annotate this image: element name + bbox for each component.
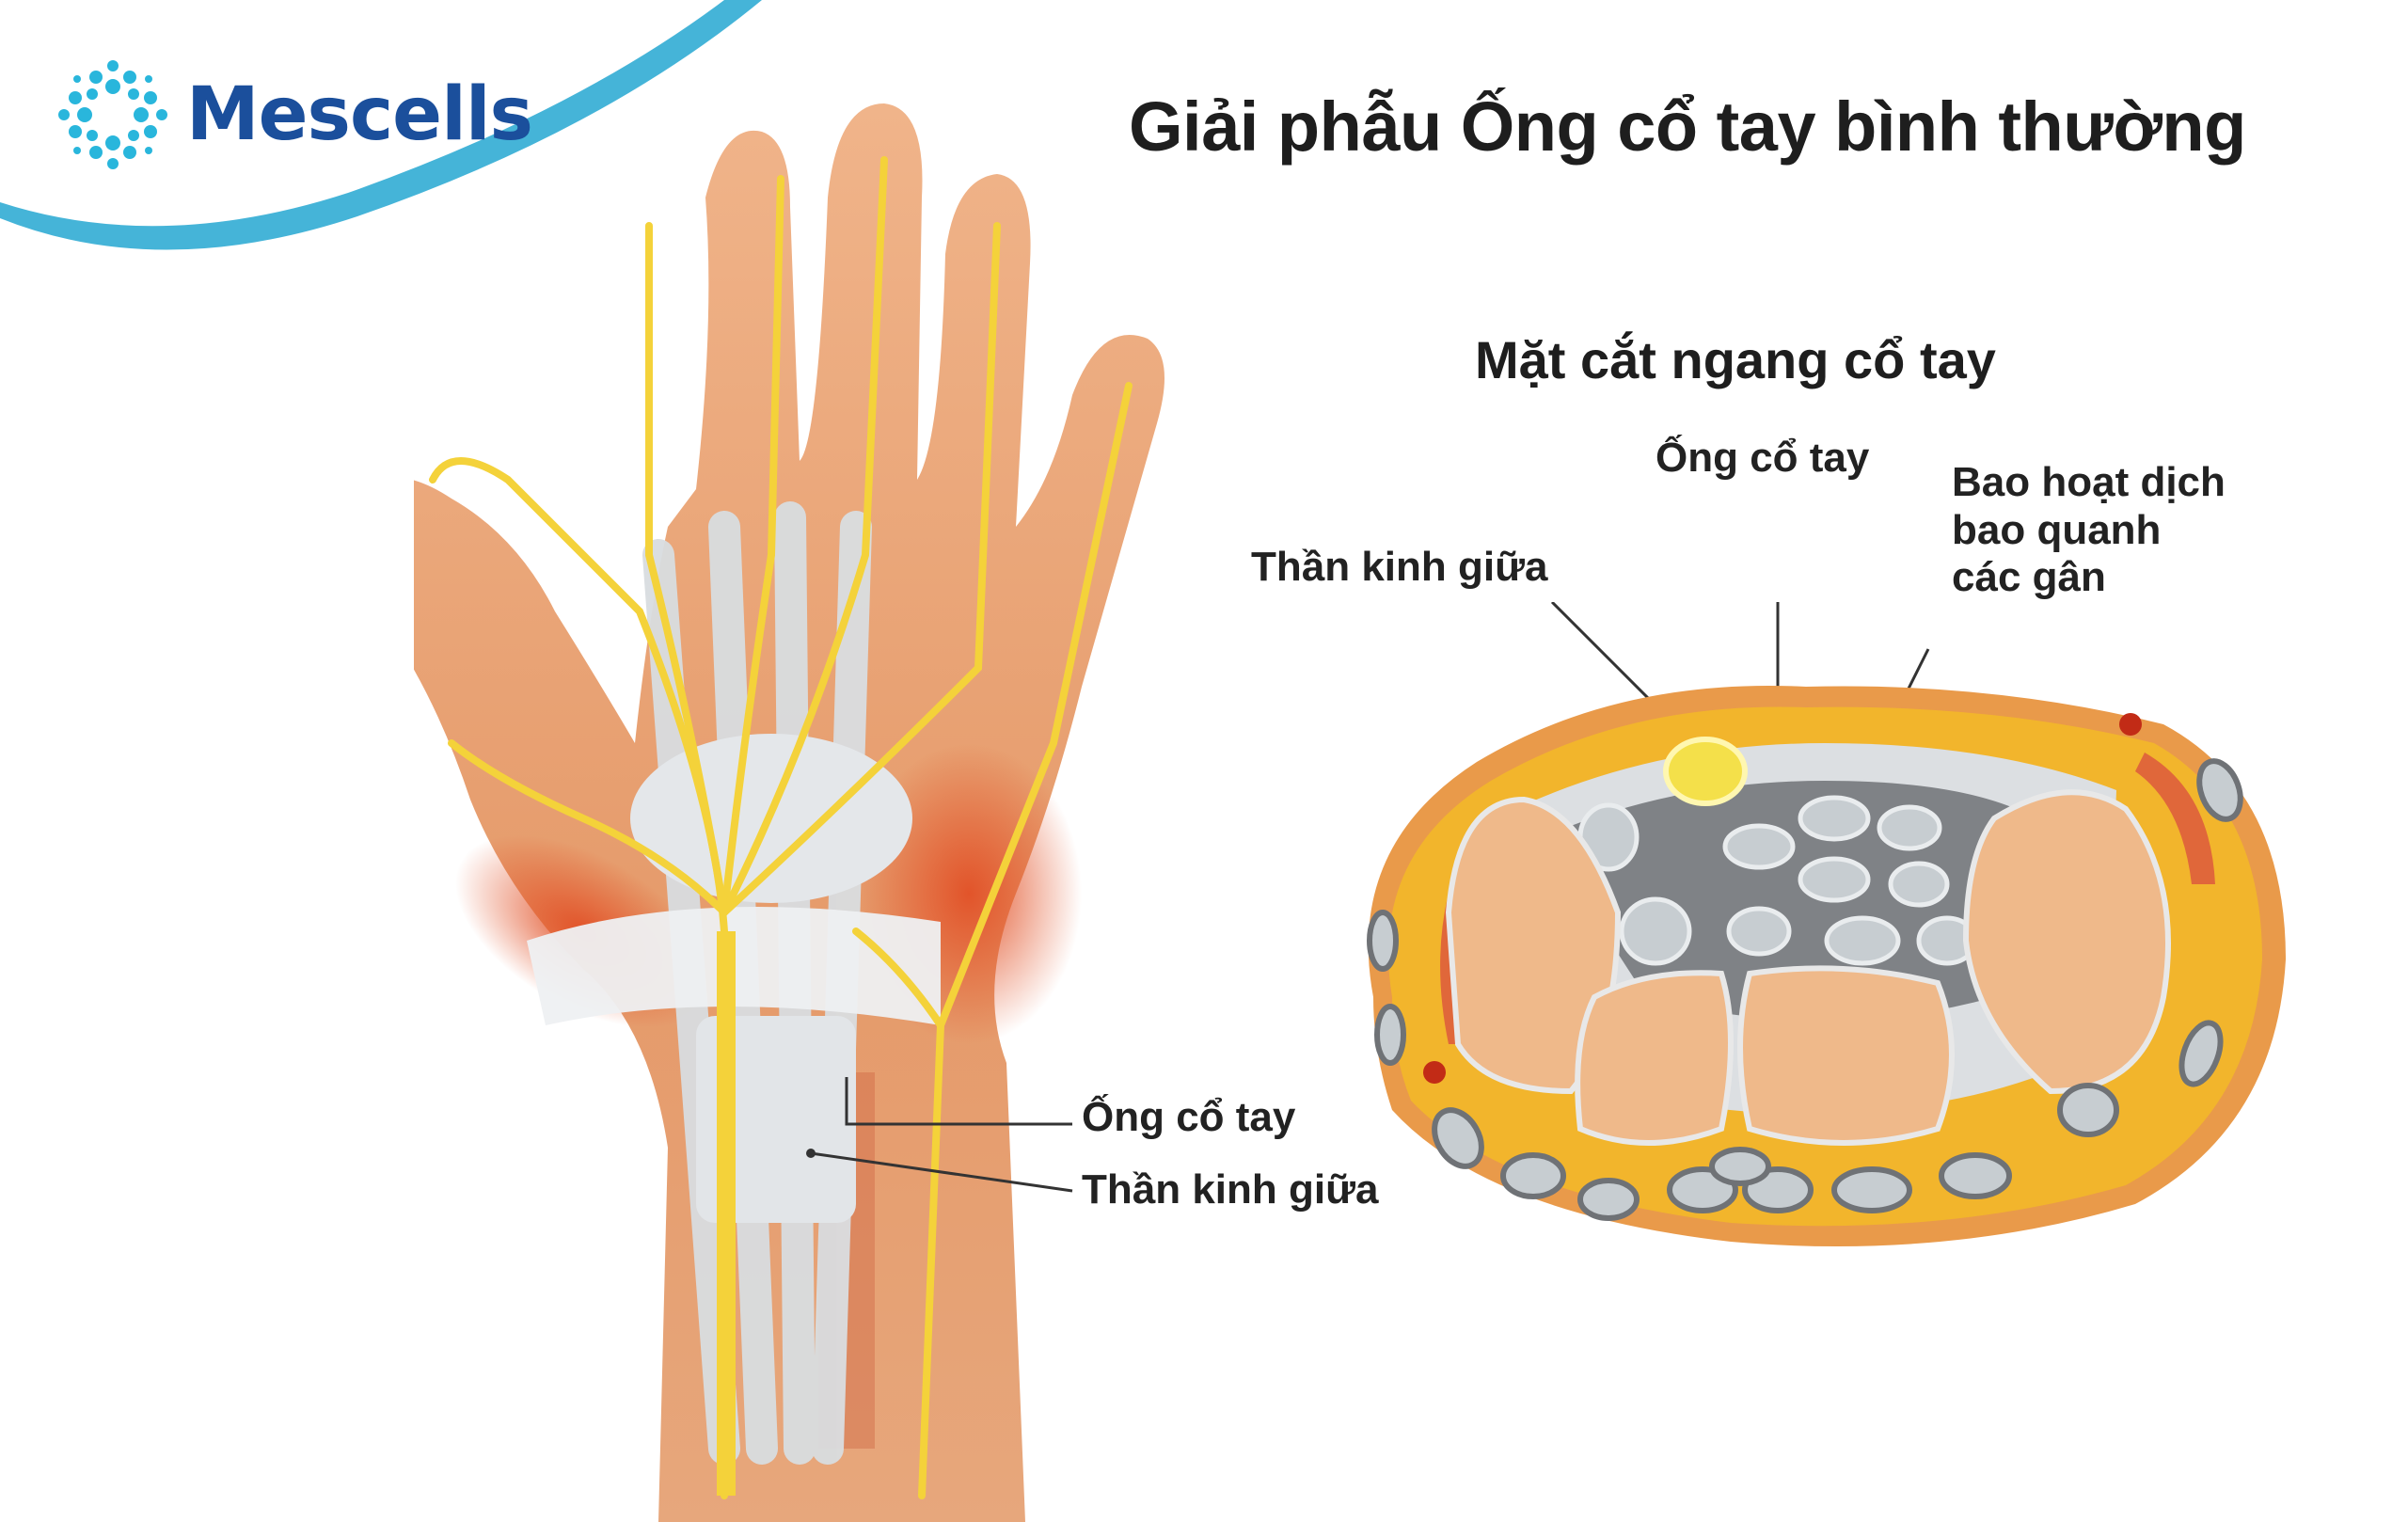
brand-name: Mescells bbox=[186, 72, 533, 157]
hand-label-carpal-tunnel: Ống cổ tay bbox=[1082, 1094, 1296, 1140]
cross-section-title: Mặt cắt ngang cổ tay bbox=[1475, 330, 1996, 389]
cells-ring-icon bbox=[58, 60, 167, 169]
xsec-label-median-nerve: Thần kinh giữa bbox=[1251, 544, 1548, 590]
xsec-label-carpal-tunnel: Ống cổ tay bbox=[1656, 435, 1870, 481]
brand-logo[interactable]: Mescells bbox=[56, 58, 533, 171]
xsec-label-synovium-line1: Bao hoạt dịch bbox=[1952, 459, 2226, 505]
wrist-cross-section-illustration bbox=[1367, 602, 2286, 1246]
brand-arc-decoration bbox=[0, 0, 762, 250]
diagram-title: Giải phẫu Ống cổ tay bình thường bbox=[1129, 87, 2246, 166]
xsec-label-synovium-line3: các gân bbox=[1952, 554, 2106, 601]
xsec-label-synovium-line2: bao quanh bbox=[1952, 506, 2162, 553]
hand-anatomy-illustration bbox=[414, 103, 1164, 1522]
hand-label-median-nerve: Thần kinh giữa bbox=[1082, 1166, 1379, 1213]
xsec-label-synovium: Bao hoạt dịch bao quanh các gân bbox=[1952, 459, 2226, 602]
